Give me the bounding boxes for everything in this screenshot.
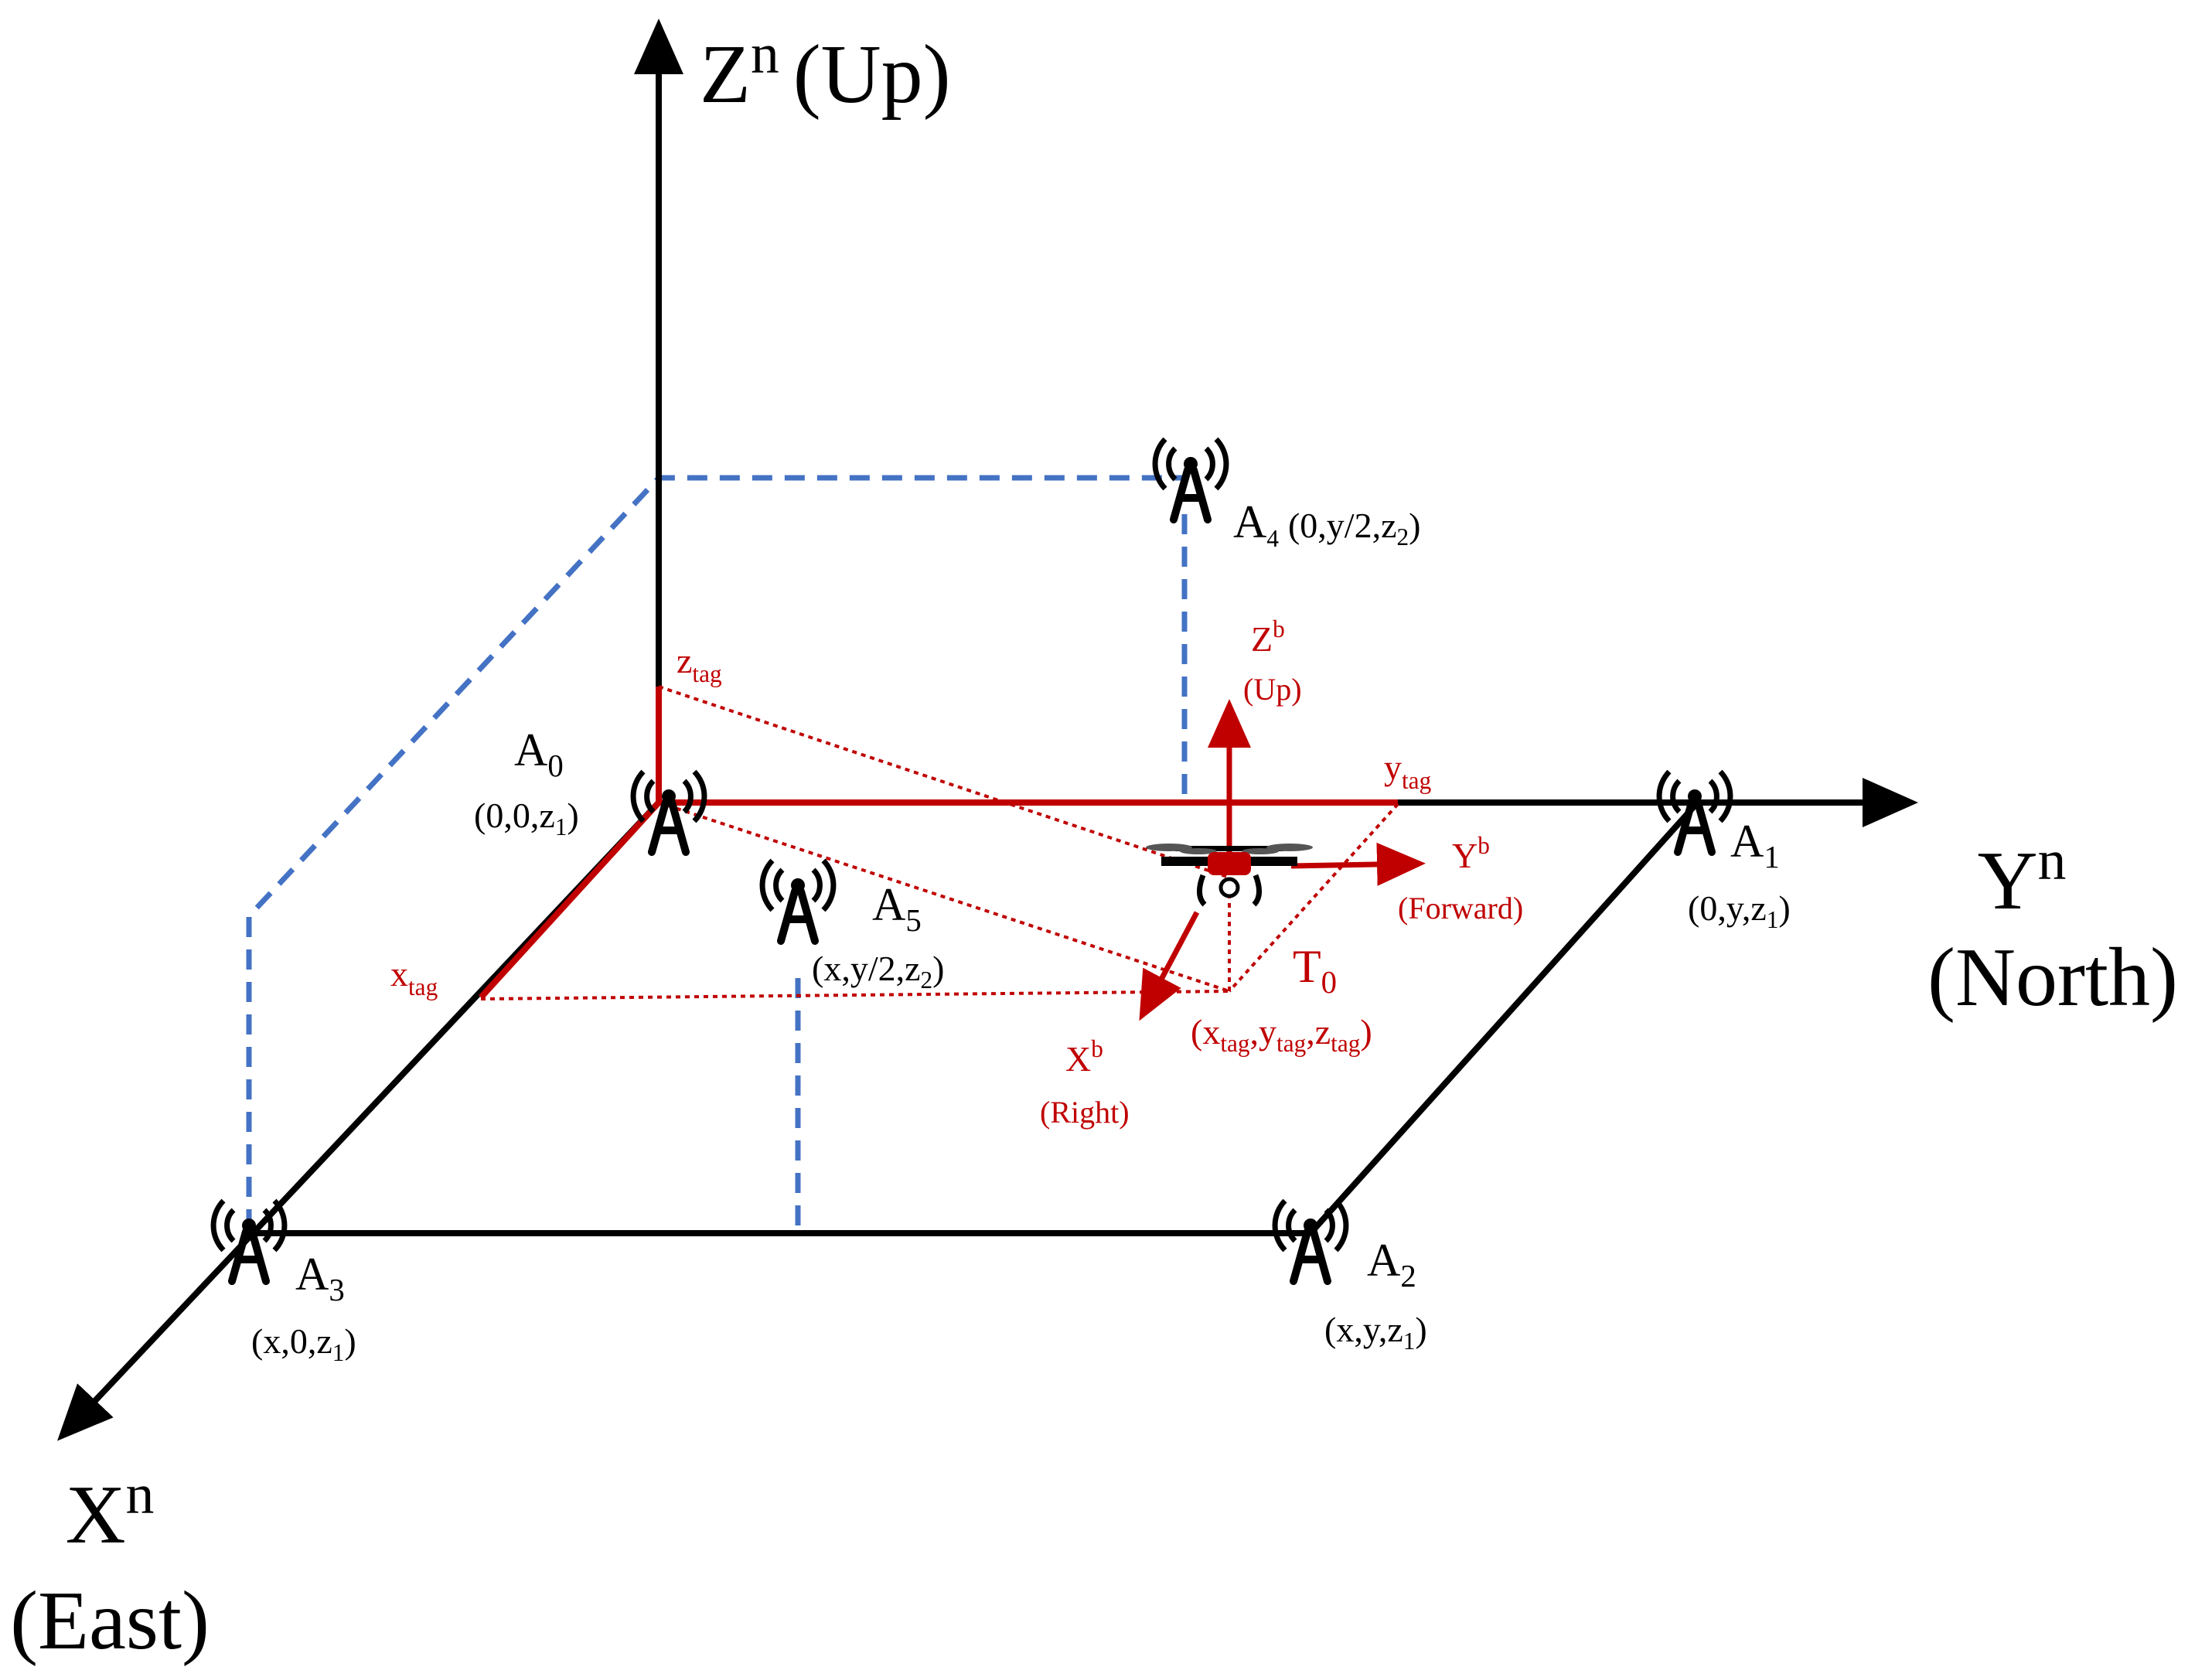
x-tag-label: xtag [390,954,438,1000]
antenna-icon-a4 [1155,439,1226,520]
antenna-icon-a2 [1275,1201,1346,1281]
body-y-arrow [1290,842,1426,886]
t0-coord: (xtag,ytag,ztag) [1191,1012,1372,1057]
body-x-arrow [1139,911,1200,1021]
t0-label: T0 [1293,941,1337,1000]
a3-label: A3 [295,1249,345,1307]
antenna-icon-a5 [762,861,833,941]
axis-labels: Zn(Up) Yn (North) Xn (East) [10,22,2178,1667]
anchor-labels: A0 (0,0,z1) A1 (0,y,z1) A2 (x,y,z1) A3 (… [251,496,1791,1366]
tag-labels: ztag ytag xtag T0 (xtag,ytag,ztag) [390,641,1432,1057]
a5-label: A5 [872,879,922,938]
drone-icon [1146,844,1313,907]
body-frame-arrows [1139,699,1426,1021]
x-axis-label: Xn [66,1463,155,1561]
y-tag-label: ytag [1384,748,1432,794]
a2-label: A2 [1367,1235,1416,1294]
a4-label: A4(0,y/2,z2) [1233,496,1420,552]
xtag-to-t0 [480,990,1230,1000]
body-x-name: (Right) [1040,1095,1130,1130]
y-axis-label: Yn [1978,829,2067,927]
origin-to-t0 [658,801,1230,993]
tag-components [479,687,1398,1000]
z-tag-label: ztag [677,641,722,687]
body-z-name: (Up) [1243,672,1302,707]
a1-coord: (0,y,z1) [1688,888,1791,933]
anchors [213,439,1730,1281]
body-z-label: Zb [1251,615,1285,659]
body-frame-labels: Zb (Up) Yb (Forward) Xb (Right) [1040,615,1523,1130]
ztag-to-drone [658,685,1230,879]
x-tag-segment [479,800,661,1000]
a3-coord: (x,0,z1) [251,1321,356,1366]
blue-dashed-guides [246,475,1188,1233]
z-axis-label: Zn(Up) [700,22,951,121]
body-y-label: Yb [1452,832,1490,875]
boundary-a2-a1 [1308,803,1697,1236]
a5-coord: (x,y/2,z2) [812,949,944,994]
body-x-label: Xb [1065,1035,1103,1079]
blue-guide-a3-to-a4 [246,475,1184,1229]
navigation-frame [57,19,1918,1441]
a0-coord: (0,0,z1) [474,796,579,840]
antenna-icon-a0 [633,772,704,852]
body-y-name: (Forward) [1398,891,1523,925]
a1-label: A1 [1730,816,1780,874]
a2-coord: (x,y,z1) [1324,1310,1427,1355]
x-axis-name: (East) [10,1575,210,1667]
y-axis-name: (North) [1927,932,2178,1024]
antenna-icon-a1 [1659,772,1730,852]
a0-label: A0 [514,724,564,783]
